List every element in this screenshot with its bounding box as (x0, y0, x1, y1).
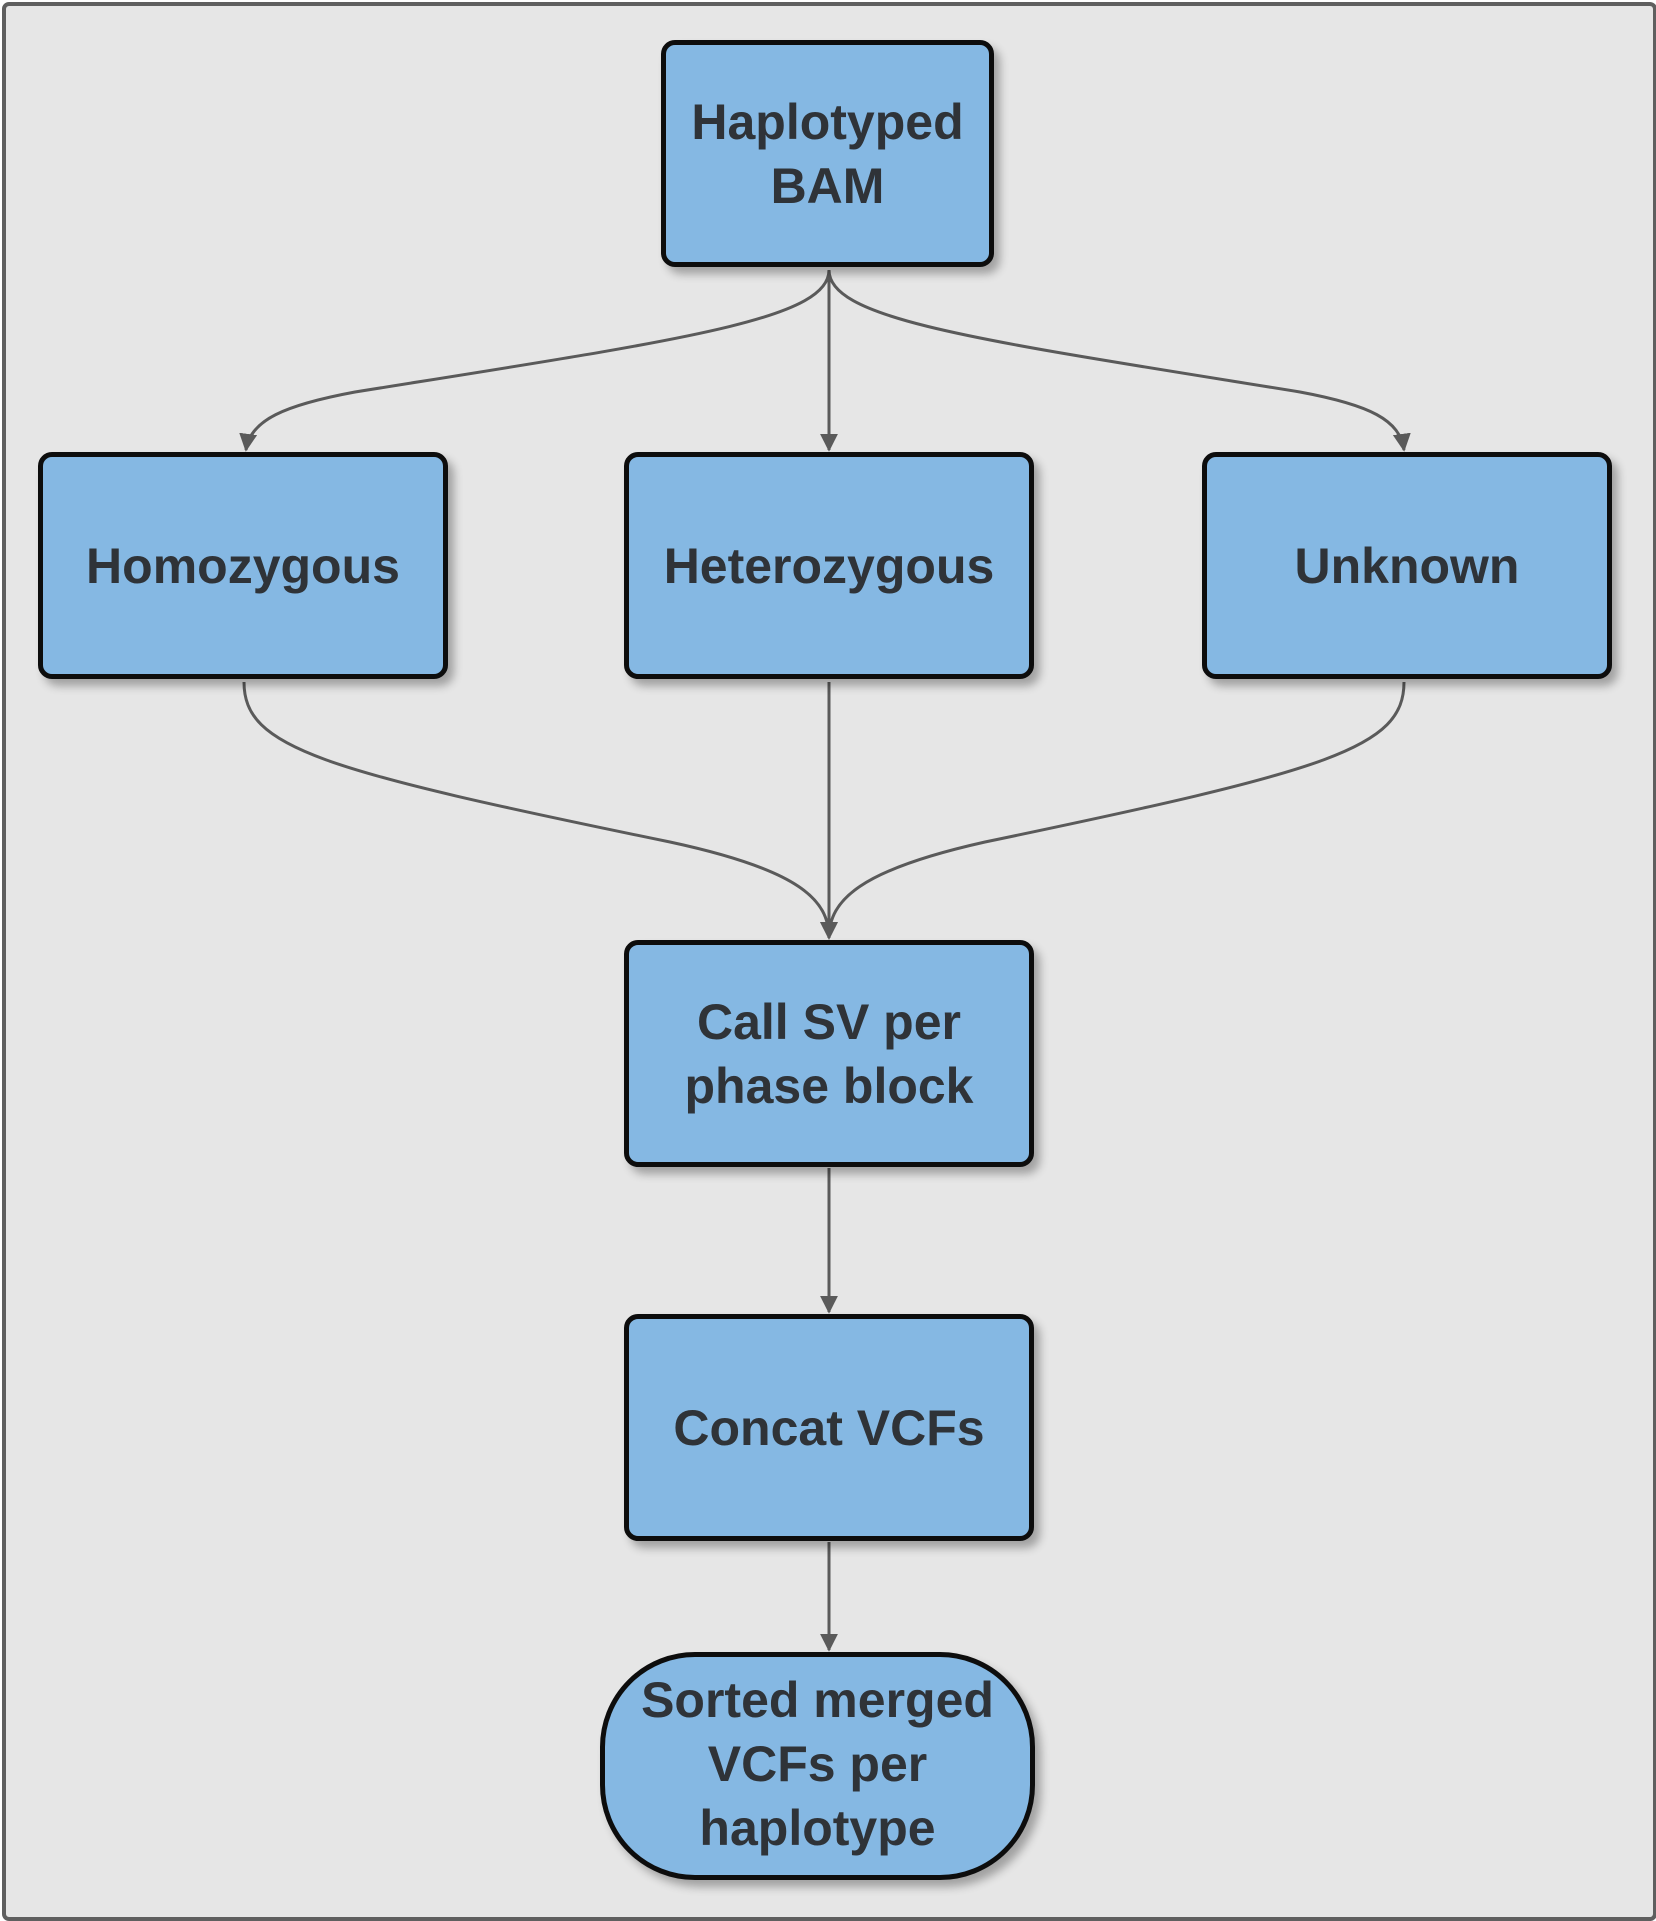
node-haplotyped-bam: Haplotyped BAM (661, 40, 994, 267)
node-label: Unknown (1294, 537, 1520, 594)
node-label: Concat VCFs (673, 1399, 985, 1456)
node-label-line: haplotype (699, 1800, 936, 1856)
node-label-line: Sorted merged (641, 1672, 994, 1728)
node-call-sv: Call SV per phase block (624, 940, 1034, 1167)
edge-unknown-to-callsv (820, 681, 1406, 940)
edge-bam-to-homozygous (239, 269, 831, 452)
node-label: Homozygous (86, 537, 400, 594)
node-label-line: Call SV per (697, 993, 961, 1050)
node-homozygous: Homozygous (38, 452, 448, 679)
node-label-line: Haplotyped (691, 93, 964, 150)
edge-bam-to-unknown (827, 269, 1411, 452)
node-sorted-merged-vcfs: Sorted merged VCFs per haplotype (600, 1652, 1035, 1880)
node-label: Heterozygous (663, 537, 995, 594)
node-label-line: VCFs per (707, 1736, 928, 1792)
node-label-line: phase block (684, 1057, 974, 1114)
node-concat-vcfs: Concat VCFs (624, 1314, 1034, 1541)
node-heterozygous: Heterozygous (624, 452, 1034, 679)
edge-homozygous-to-callsv (242, 681, 838, 940)
node-label-line: BAM (770, 157, 885, 214)
node-unknown: Unknown (1202, 452, 1612, 679)
